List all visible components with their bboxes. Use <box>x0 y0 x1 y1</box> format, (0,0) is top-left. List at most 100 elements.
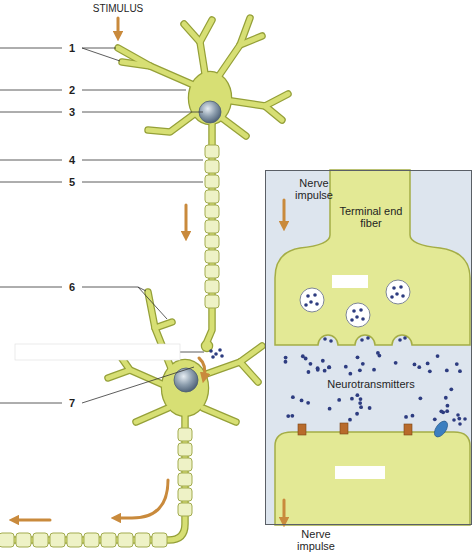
myelin-sheath <box>178 443 192 456</box>
synaptic-vesicle <box>346 303 370 327</box>
impulse-arrow <box>14 18 284 522</box>
postsynaptic-membrane <box>456 413 460 417</box>
postsynaptic-membrane <box>404 424 412 435</box>
leader-line <box>82 160 203 161</box>
neurotransmitter-dots <box>284 356 288 360</box>
neurotransmitter-dots <box>327 366 331 370</box>
neurotransmitter-dots <box>328 407 332 411</box>
neurotransmitter-dots <box>458 369 462 373</box>
myelin-sheath <box>205 280 219 293</box>
impulse-arrow <box>117 18 120 36</box>
synaptic-vesicle <box>386 280 410 304</box>
synaptic-vesicle <box>300 288 324 312</box>
neurotransmitter-dots <box>323 369 327 373</box>
postsynaptic-membrane <box>432 419 451 439</box>
myelin-sheath <box>205 220 219 233</box>
synaptic-vesicle <box>306 294 310 298</box>
myelin-sheath <box>0 533 14 547</box>
neurotransmitter-dots <box>284 360 288 364</box>
postsynaptic-membrane <box>298 424 306 435</box>
panel-caption: Neurotransmitters <box>296 378 446 390</box>
impulse-arrow <box>283 500 286 522</box>
myelin-sheath <box>16 533 31 547</box>
neurotransmitter-dots <box>445 409 449 413</box>
synaptic-vesicle <box>355 315 359 319</box>
neurotransmitter-dots <box>413 363 417 367</box>
synaptic-vesicle <box>315 302 319 306</box>
leader-line <box>0 112 62 113</box>
callout-number: 7 <box>69 397 75 409</box>
callout-number: 1 <box>69 42 75 54</box>
leader-line <box>82 48 120 61</box>
neurotransmitter-dots <box>356 355 360 359</box>
postsynaptic-membrane <box>452 418 456 422</box>
neurotransmitter-dots <box>321 359 325 363</box>
myelin-sheath <box>67 533 82 547</box>
neuron-outline <box>0 18 288 540</box>
synaptic-vesicle <box>395 292 399 296</box>
neurotransmitter-dots <box>348 418 352 422</box>
neurotransmitter-dots <box>348 372 352 376</box>
synaptic-vesicle <box>366 336 370 340</box>
neurotransmitter-dots <box>355 412 359 416</box>
neurotransmitter-dots <box>394 361 398 365</box>
myelin-sheath <box>50 533 65 547</box>
neurotransmitter-dots <box>284 351 462 422</box>
leader-line <box>82 367 194 403</box>
leader-line <box>82 112 203 113</box>
synaptic-vesicle <box>392 286 396 290</box>
inset-panel-ground <box>265 170 472 525</box>
nucleus <box>174 368 198 392</box>
leader-line <box>82 287 146 291</box>
synapse-dots <box>220 354 224 358</box>
synaptic-vesicle <box>323 337 327 341</box>
synapse-dots <box>214 352 218 356</box>
myelin-sheath <box>205 175 219 188</box>
neurotransmitter-dots <box>304 357 308 361</box>
neurotransmitter-dots <box>350 397 354 401</box>
callout-number: 2 <box>69 84 75 96</box>
terminal-end-fiber <box>275 170 470 345</box>
myelin-sheath <box>178 503 192 516</box>
synaptic-vesicle <box>360 338 364 342</box>
neuron-fill <box>0 18 288 540</box>
impulse-arrow <box>199 358 205 378</box>
myelin-sheath <box>178 473 192 486</box>
neurotransmitter-dots <box>457 417 461 421</box>
myelin-sheath <box>0 145 219 547</box>
leader-line <box>0 48 386 403</box>
neurotransmitter-dots <box>449 387 453 391</box>
synaptic-vesicle <box>300 280 410 343</box>
blank-label-patch <box>15 344 180 360</box>
neurotransmitter-dots <box>290 414 294 418</box>
leader-line <box>82 90 186 91</box>
neurotransmitter-dots <box>337 398 341 402</box>
synaptic-vesicle <box>304 285 407 343</box>
neurotransmitter-dots <box>344 365 348 369</box>
synaptic-vesicle <box>309 300 313 304</box>
synaptic-vesicle <box>401 294 405 298</box>
myelin-sheath <box>178 428 192 441</box>
neurotransmitter-dots <box>327 365 331 369</box>
synaptic-vesicle <box>329 339 333 343</box>
leader-line <box>138 287 167 319</box>
myelin-sheath <box>33 533 48 547</box>
synaptic-vesicle <box>359 308 363 312</box>
myelin-sheath <box>84 533 99 547</box>
synaptic-vesicle <box>313 293 317 297</box>
neurotransmitter-dots <box>359 397 363 401</box>
neurotransmitter-dots <box>358 401 362 405</box>
synaptic-vesicle <box>399 285 403 289</box>
neurotransmitter-dots <box>446 404 450 408</box>
neuron-outline <box>0 18 288 540</box>
myelin-sheath <box>205 160 219 173</box>
postsynaptic-membrane <box>335 466 385 479</box>
leader-line <box>0 182 62 183</box>
leader-line <box>180 352 204 353</box>
impulse-arrow <box>14 519 50 522</box>
myelin-sheath <box>205 265 219 278</box>
neurotransmitter-dots <box>309 362 313 366</box>
postsynaptic-membrane <box>463 417 467 421</box>
